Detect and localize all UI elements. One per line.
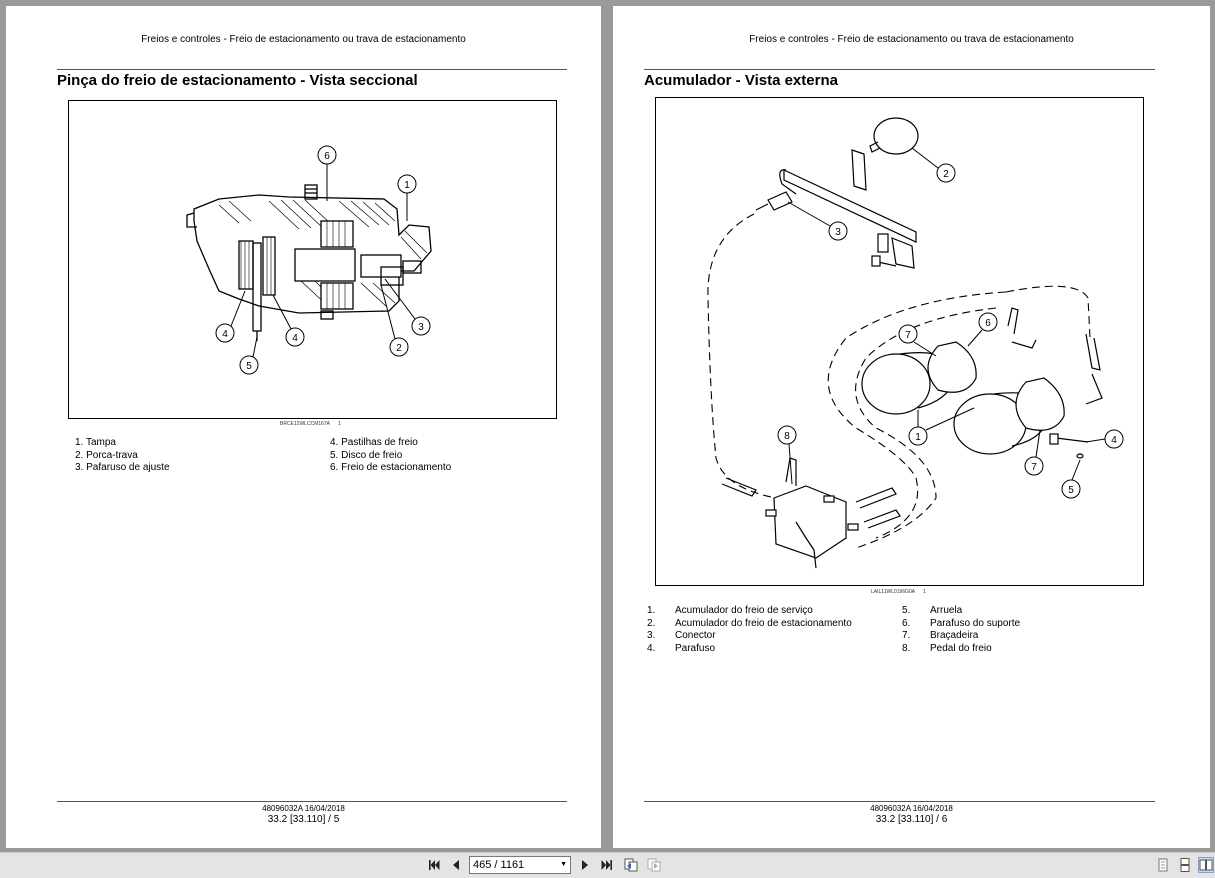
legend-item: 5. Disco de freio — [330, 449, 403, 461]
svg-text:5: 5 — [1068, 485, 1074, 496]
legend-item: 4.Parafuso — [647, 642, 716, 654]
caliper-sectional-figure: 6 1 3 2 4 4 5 — [68, 100, 557, 419]
section-title: Acumulador - Vista externa — [644, 72, 838, 89]
legend-column-right: 4. Pastilhas de freio 5. Disco de freio … — [330, 437, 451, 475]
legend-item: 6. Freio de estacionamento — [330, 462, 452, 474]
svg-text:5: 5 — [246, 361, 252, 372]
legend-item: 7.Braçadeira — [902, 630, 979, 642]
svg-text:6: 6 — [985, 318, 991, 329]
figure-reference: LAIL11WL0196G0A 1 — [871, 589, 926, 595]
footer-rule — [644, 801, 1155, 802]
svg-text:3: 3 — [418, 322, 424, 333]
figure-ref-code: BRCE12WLCCM167A — [280, 421, 331, 427]
legend-column-left: 1. Tampa 2. Porca-trava 3. Pafaruso de a… — [75, 437, 170, 475]
continuous-view-icon[interactable] — [1178, 858, 1192, 872]
footer-doc-id: 48096032A 16/04/2018 — [262, 804, 345, 813]
callout-6: 6 — [324, 151, 330, 162]
page-header: Freios e controles - Freio de estacionam… — [141, 34, 466, 45]
page-indicator: 465 / 1161 — [473, 859, 525, 871]
svg-text:2: 2 — [396, 343, 402, 354]
svg-text:4: 4 — [1111, 435, 1117, 446]
go-forward-icon[interactable] — [647, 858, 661, 872]
svg-text:4: 4 — [222, 329, 228, 340]
svg-text:7: 7 — [905, 330, 911, 341]
legend-item: 1. Tampa — [75, 437, 116, 448]
legend-item: 5.Arruela — [902, 605, 963, 616]
footer-page-number: 33.2 [33.110] / 6 — [875, 814, 948, 825]
footer-rule — [57, 801, 567, 802]
figure-reference: BRCE12WLCCM167A 1 — [280, 421, 341, 427]
svg-text:1: 1 — [915, 432, 921, 443]
figure-number: 1 — [338, 421, 341, 427]
page-header: Freios e controles - Freio de estacionam… — [749, 34, 1074, 45]
last-page-icon[interactable] — [600, 858, 614, 872]
two-page-view-icon[interactable] — [1198, 857, 1214, 873]
first-page-icon[interactable] — [427, 858, 441, 872]
caliper-drawing: 6 1 3 2 4 4 5 — [186, 145, 432, 375]
figure-number: 1 — [923, 589, 926, 595]
figure-ref-code: LAIL11WL0196G0A — [871, 589, 916, 595]
legend-item: 2. Porca-trava — [75, 449, 138, 461]
legend-item: 3.Conector — [647, 630, 716, 642]
next-page-icon[interactable] — [578, 858, 592, 872]
legend-item: 4. Pastilhas de freio — [330, 437, 418, 448]
single-page-view-icon[interactable] — [1156, 858, 1170, 872]
legend-item: 2.Acumulador do freio de estacionamento — [647, 617, 852, 629]
header-rule — [644, 69, 1155, 70]
svg-text:2: 2 — [943, 169, 949, 180]
document-page-right: Freios e controles - Freio de estacionam… — [613, 6, 1210, 848]
go-back-icon[interactable] — [624, 858, 638, 872]
page-number-input[interactable]: 465 / 1161 ▼ — [469, 856, 571, 874]
document-page-left: Freios e controles - Freio de estacionam… — [6, 6, 601, 848]
header-rule — [57, 69, 567, 70]
svg-text:1: 1 — [404, 180, 410, 191]
footer-doc-id: 48096032A 16/04/2018 — [870, 804, 953, 813]
section-title: Pinça do freio de estacionamento - Vista… — [57, 72, 418, 89]
legend-item: 1.Acumulador do freio de serviço — [647, 605, 813, 616]
svg-text:8: 8 — [784, 431, 790, 442]
svg-text:3: 3 — [835, 227, 841, 238]
previous-page-icon[interactable] — [449, 858, 463, 872]
legend-item: 6.Parafuso do suporte — [902, 617, 1021, 629]
dropdown-arrow-icon[interactable]: ▼ — [560, 861, 567, 868]
svg-text:7: 7 — [1031, 462, 1037, 473]
legend-column-right: 5.Arruela 6.Parafuso do suporte 7.Braçad… — [902, 605, 1020, 655]
footer-page-number: 33.2 [33.110] / 5 — [267, 814, 340, 825]
accumulator-external-figure: 2 3 7 6 1 4 7 5 8 — [655, 97, 1144, 586]
legend-item: 3. Pafaruso de ajuste — [75, 462, 170, 474]
viewer-toolbar: 465 / 1161 ▼ — [0, 852, 1215, 878]
legend-item: 8.Pedal do freio — [902, 642, 992, 654]
svg-text:4: 4 — [292, 333, 298, 344]
accumulator-drawing: 2 3 7 6 1 4 7 5 8 — [707, 117, 1124, 569]
legend-column-left: 1.Acumulador do freio de serviço 2.Acumu… — [647, 605, 852, 655]
